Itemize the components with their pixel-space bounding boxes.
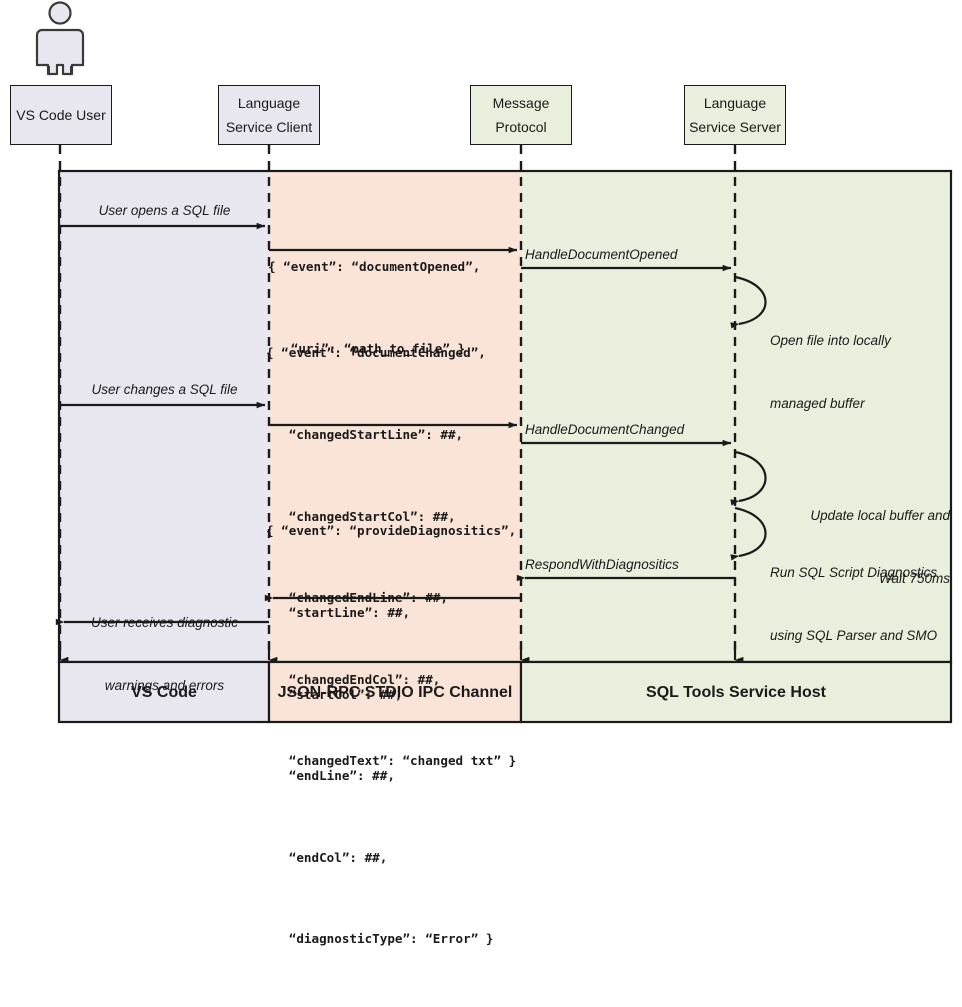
user-receives-line1: User receives diagnostic — [90, 615, 239, 630]
user-receives-line2: warnings and errors — [104, 678, 225, 693]
payload-document-opened: { “event”: “documentOpened”, “uri”: “pat… — [268, 199, 480, 417]
payload-line: { “event”: “documentOpened”, — [268, 259, 481, 275]
message-label-handle-document-opened: HandleDocumentOpened — [525, 247, 678, 262]
footer-label-sql-tools: SQL Tools Service Host — [646, 684, 826, 701]
payload-line: “changedStartLine”: ##, — [266, 427, 464, 443]
participant-box-language-service-server[interactable]: Language Service Server — [684, 85, 786, 145]
payload-line: “startLine”: ##, — [266, 605, 411, 621]
lane-bands — [57, 169, 953, 664]
self-call-line2: Wait 750ms — [878, 571, 950, 586]
participant-label-language-service-client: Language Service Client — [226, 91, 312, 139]
self-call-note-open-file: Open file into locally managed buffer — [770, 288, 950, 456]
footer-label-jsonrpc: JSON-RPC STDIO IPC Channel — [277, 684, 513, 701]
payload-line: “changedEndCol”: ##, — [266, 671, 441, 687]
message-label-user-receives: User receives diagnostic warnings and er… — [60, 570, 269, 738]
diagram-vector-layer — [35, 1, 953, 724]
stick-figure-actor — [35, 1, 85, 76]
payload-line: { “event”: “documentChanged”, — [266, 345, 486, 361]
message-label-user-opens: User opens a SQL file — [98, 203, 231, 218]
participant-line1: Language — [703, 95, 767, 111]
self-loop-update-buffer — [730, 450, 767, 506]
payload-line: “changedStartCol”: ##, — [266, 508, 456, 524]
lane-band-client — [59, 171, 269, 662]
self-call-line2: managed buffer — [770, 396, 865, 411]
participant-label-message-protocol: Message Protocol — [493, 91, 550, 139]
lifelines — [58, 145, 737, 655]
payload-line: { “event”: “provideDiagnositics”, — [266, 523, 517, 539]
message-label-handle-document-changed: HandleDocumentChanged — [525, 422, 685, 437]
participant-label-language-service-server: Language Service Server — [689, 91, 781, 139]
payload-line: “uri”: “path_to_file” } — [268, 341, 466, 357]
message-arrows — [55, 222, 735, 626]
participant-box-language-service-client[interactable]: Language Service Client — [218, 85, 320, 145]
footer-cell-protocol — [267, 660, 523, 724]
footer-bar — [57, 660, 953, 724]
payload-line: “endLine”: ##, — [266, 768, 395, 784]
participant-line2: Service Client — [225, 119, 313, 135]
self-loop-run-diagnostics — [730, 506, 767, 561]
participant-line1: VS Code User — [16, 107, 106, 123]
lifeline-terminators — [58, 645, 744, 664]
participant-line1: Language — [237, 95, 301, 111]
self-call-line1: Open file into locally — [770, 333, 891, 348]
payload-line: “diagnosticType”: “Error” } — [266, 931, 494, 947]
self-call-line2: using SQL Parser and SMO — [770, 628, 938, 643]
footer-cell-server — [519, 660, 953, 724]
participant-line2: Protocol — [495, 119, 547, 135]
self-call-note-run-diagnostics: Run SQL Script Diagnostics using SQL Par… — [770, 520, 950, 688]
message-label-respond-with-diagnostics: RespondWithDiagnositics — [525, 557, 679, 572]
payload-line: “startCol”: ##, — [266, 686, 403, 702]
sequence-diagram-canvas: VS Code User Language Service Client Mes… — [10, 1, 953, 946]
self-call-line1: Update local buffer and — [810, 508, 950, 523]
self-call-loops — [730, 275, 767, 561]
self-call-note-update-buffer: Update local buffer and Wait 750ms — [770, 463, 950, 631]
payload-provide-diagnostics: { “event”: “provideDiagnositics”, “start… — [266, 463, 516, 1007]
footer-label-vs-code: VS Code — [131, 684, 197, 701]
participant-box-vscode-user[interactable]: VS Code User — [10, 85, 112, 145]
message-label-user-changes: User changes a SQL file — [91, 382, 238, 397]
participant-line2: Service Server — [689, 119, 781, 135]
participant-label-vscode-user: VS Code User — [16, 103, 105, 127]
lane-band-protocol — [269, 171, 521, 662]
payload-line: “changedEndLine”: ##, — [266, 590, 448, 606]
footer-cell-client — [57, 660, 271, 724]
self-call-line1: Run SQL Script Diagnostics — [770, 565, 938, 580]
payload-line: “endCol”: ##, — [266, 849, 388, 865]
participant-line1: Message — [492, 95, 550, 111]
self-loop-open-file — [730, 275, 767, 329]
participant-box-message-protocol[interactable]: Message Protocol — [470, 85, 572, 145]
